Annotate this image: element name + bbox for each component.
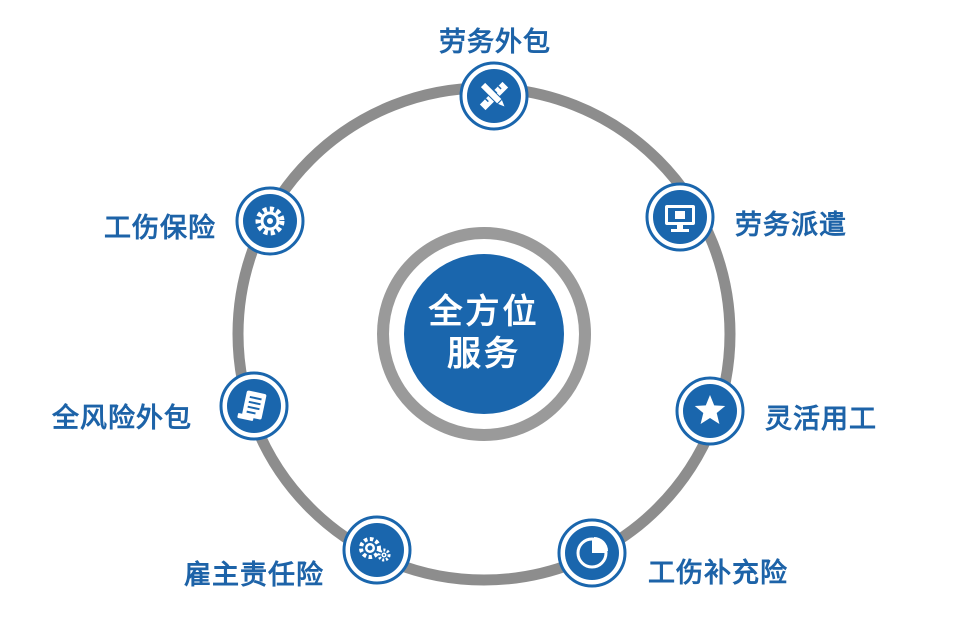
label-flexible-employment: 灵活用工 [765, 404, 877, 435]
label-labor-dispatch: 劳务派遣 [735, 210, 847, 241]
label-labor-outsourcing: 劳务外包 [439, 27, 551, 58]
label-work-injury-insurance: 工伤保险 [104, 213, 216, 244]
center-title-line1: 全方位 [428, 292, 540, 332]
document-icon [237, 390, 267, 421]
pie-chart-icon [576, 537, 608, 569]
label-employer-liability: 雇主责任险 [184, 560, 324, 591]
node-full-risk-outsourcing [219, 371, 289, 441]
label-full-risk-outsourcing: 全风险外包 [52, 403, 192, 434]
node-labor-dispatch [645, 182, 715, 252]
node-employer-liability [342, 515, 412, 585]
node-labor-outsourcing [459, 61, 529, 131]
pencil-ruler-icon [479, 81, 509, 111]
node-supplementary-work-injury [557, 518, 627, 588]
monitor-icon [665, 205, 695, 232]
node-work-injury-insurance [235, 186, 305, 256]
label-supplementary-work-injury: 工伤补充险 [648, 558, 788, 589]
center-circle [404, 254, 564, 414]
node-flexible-employment [675, 376, 745, 446]
center-title: 全方位 服务 [404, 291, 564, 375]
star-icon [694, 395, 726, 424]
gear-icon [255, 206, 285, 236]
center-ring [377, 227, 591, 441]
center-title-line2: 服务 [447, 334, 521, 374]
gears-icon [359, 537, 391, 562]
